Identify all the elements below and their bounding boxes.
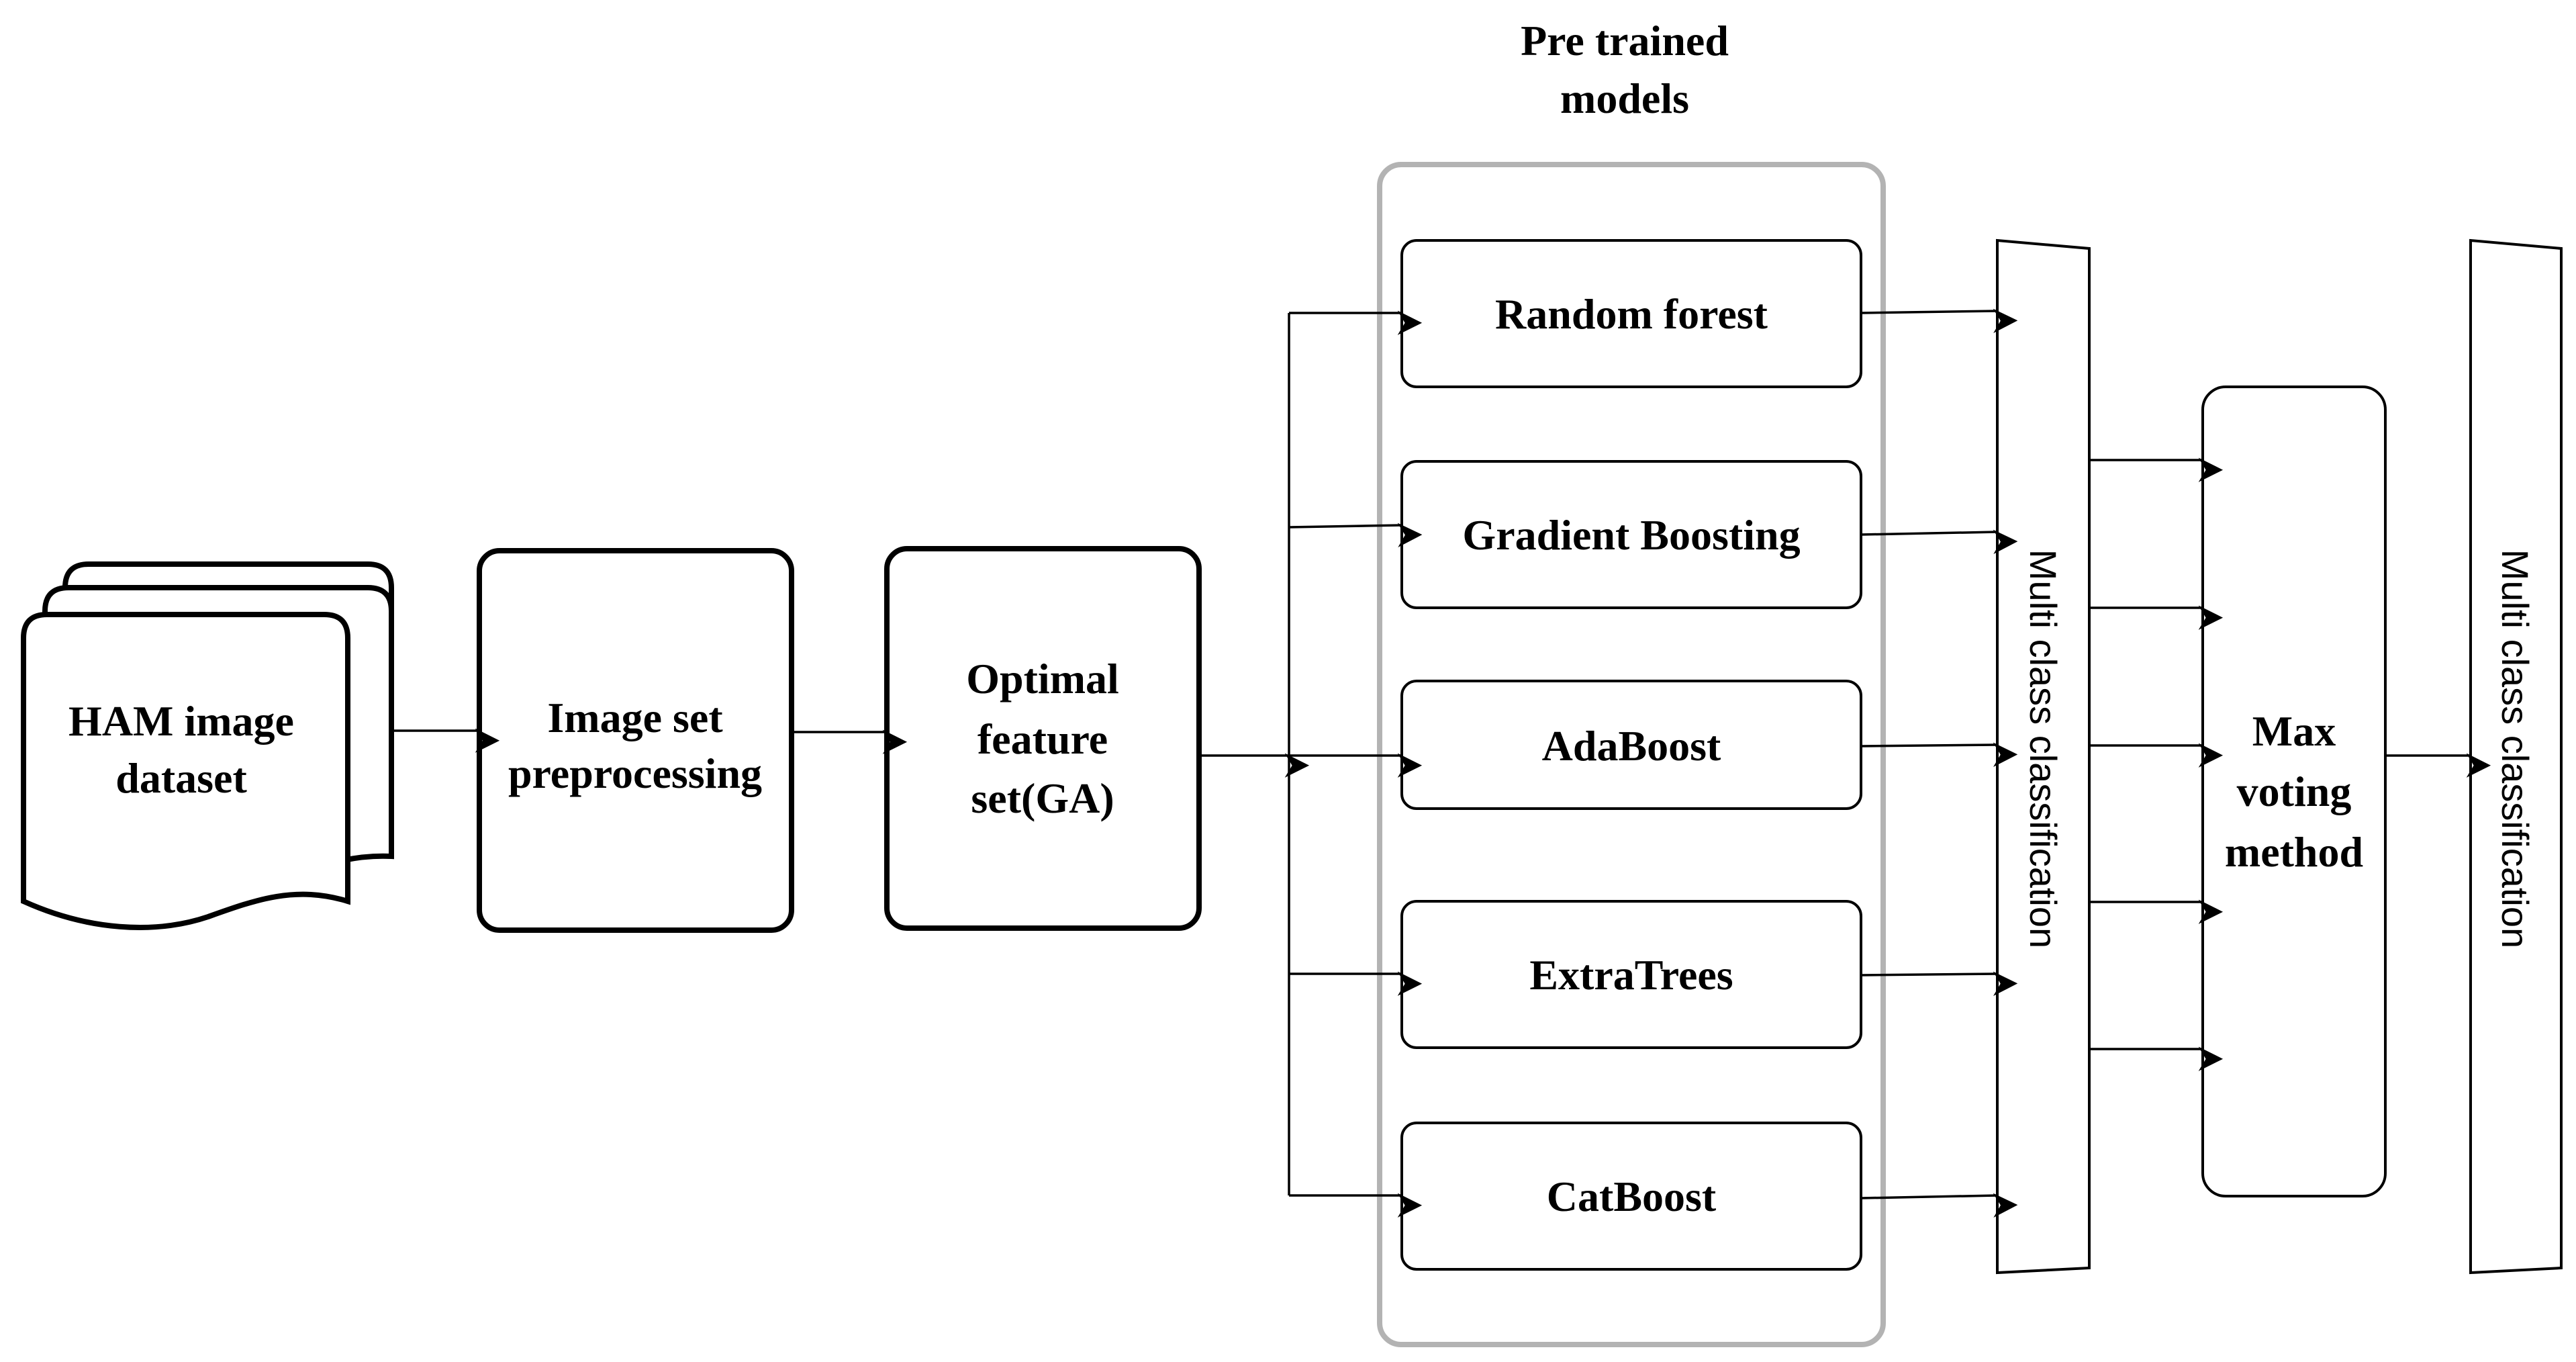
max-voting-label-line2: voting	[2237, 768, 2352, 815]
feature-label-line1: Optimal	[966, 655, 1119, 702]
group-title-line2: models	[1560, 75, 1689, 122]
multiclass-classification-2-label: Multi class classification	[2494, 549, 2536, 948]
group-title-line1: Pre trained	[1521, 17, 1729, 64]
model-node-adaboost: AdaBoost	[1400, 680, 1862, 810]
model-node-extratrees: ExtraTrees	[1400, 900, 1862, 1049]
feature-label-line2: feature	[977, 715, 1108, 763]
arrow-extratrees-to-classification	[1860, 971, 2018, 996]
model-label-gradient-boosting: Gradient Boosting	[1462, 511, 1800, 559]
ham-dataset-node: HAM image dataset	[21, 561, 394, 930]
model-node-catboost: CatBoost	[1400, 1122, 1862, 1271]
multiclass-classification-1-label: Multi class classification	[2022, 549, 2064, 948]
multiclass-classification-1-node: Multi class classification	[1996, 238, 2091, 1275]
preprocessing-label-line2: preprocessing	[508, 750, 762, 797]
model-label-extratrees: ExtraTrees	[1529, 951, 1733, 999]
feature-selection-node: Optimal feature set(GA)	[884, 546, 1202, 931]
model-node-gradient-boosting: Gradient Boosting	[1400, 460, 1862, 609]
preprocessing-node: Image set preprocessing	[477, 548, 794, 933]
model-label-adaboost: AdaBoost	[1542, 722, 1721, 770]
max-voting-node: Max voting method	[2201, 385, 2387, 1197]
max-voting-label-line3: method	[2225, 828, 2363, 876]
multiclass-classification-2-node: Multi class classification	[2469, 238, 2563, 1275]
ham-dataset-label-line2: dataset	[115, 754, 247, 802]
ham-dataset-label-line1: HAM image	[68, 697, 294, 745]
model-label-catboost: CatBoost	[1547, 1173, 1717, 1220]
arrow-catboost-to-classification	[1860, 1193, 2018, 1218]
arrow-random-forest-to-classification	[1860, 308, 2018, 333]
preprocessing-label-line1: Image set	[547, 694, 723, 741]
arrow-to-gradient-boosting	[1288, 523, 1423, 548]
model-label-random-forest: Random forest	[1495, 290, 1768, 338]
arrow-adaboost-to-classification	[1860, 742, 2018, 767]
model-node-random-forest: Random forest	[1400, 239, 1862, 388]
feature-label-line3: set(GA)	[971, 774, 1114, 822]
max-voting-label-line1: Max	[2252, 707, 2336, 755]
arrow-gradient-boosting-to-classification	[1860, 529, 2018, 555]
